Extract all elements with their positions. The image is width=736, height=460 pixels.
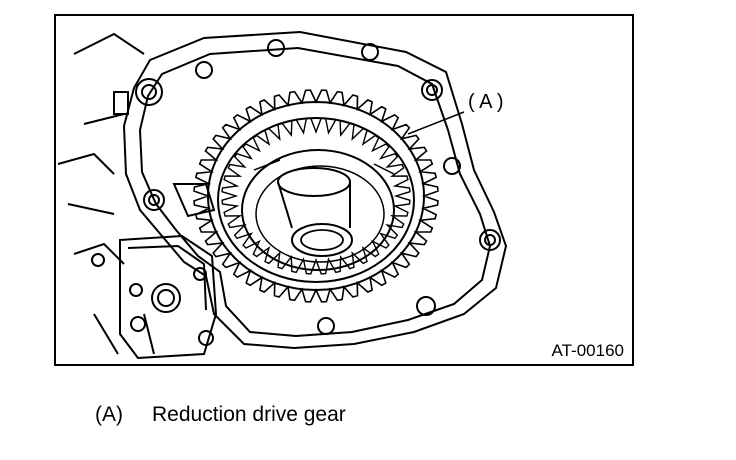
legend-tag: (A) [95, 403, 123, 426]
callout-label-a: ( A ) [468, 91, 504, 113]
reduction-drive-gear [193, 89, 439, 303]
legend-text: Reduction drive gear [152, 403, 346, 426]
transmission-housing [57, 30, 508, 360]
legend: (A) Reduction drive gear [95, 403, 346, 427]
figure-id: AT-00160 [552, 341, 624, 360]
diagram-figure: ( A ) AT-00160 [54, 14, 634, 366]
callout-leader-a [407, 111, 465, 135]
